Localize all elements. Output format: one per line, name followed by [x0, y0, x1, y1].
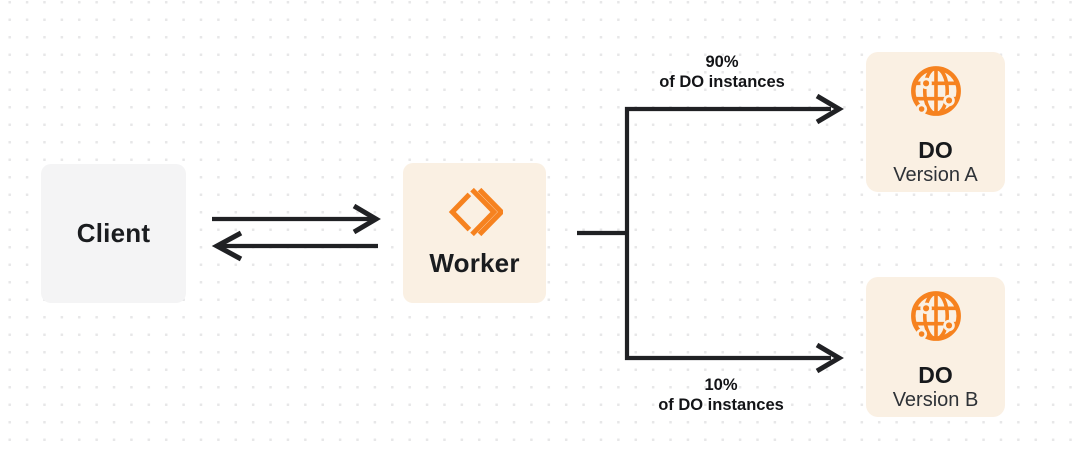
edge-caption: of DO instances — [659, 73, 785, 91]
node-do-version-b: DO Version B — [866, 277, 1005, 417]
arrow-head-to-version-a-icon — [815, 93, 844, 125]
arrow-head-left-icon — [211, 230, 243, 262]
arrow-head-right-icon — [352, 203, 381, 235]
edge-percent: 10% — [704, 376, 738, 394]
worker-label: Worker — [429, 248, 520, 278]
branch-bracket — [624, 106, 831, 361]
edge-label-version-b: 10% of DO instances — [621, 375, 821, 415]
durable-object-globe-icon — [910, 291, 961, 341]
arrow-client-to-worker — [212, 203, 381, 235]
do-a-subtitle: Version A — [893, 164, 978, 186]
node-do-version-a: DO Version A — [866, 52, 1005, 192]
arrow-head-to-version-b-icon — [815, 342, 844, 374]
edge-percent: 90% — [705, 53, 739, 71]
arrow-worker-to-client — [211, 230, 378, 262]
do-b-subtitle: Version B — [892, 389, 979, 411]
durable-object-globe-icon — [910, 66, 961, 116]
do-a-title: DO — [918, 137, 953, 163]
globe-dots — [915, 77, 955, 115]
globe-dots — [915, 302, 955, 340]
edge-label-version-a: 90% of DO instances — [622, 52, 822, 92]
do-b-title: DO — [918, 362, 953, 388]
workers-icon — [448, 187, 503, 237]
worker-branch-connector — [577, 93, 844, 374]
node-worker: Worker — [403, 163, 546, 303]
edge-caption: of DO instances — [658, 396, 784, 414]
node-client: Client — [41, 164, 186, 303]
client-label: Client — [76, 218, 151, 248]
